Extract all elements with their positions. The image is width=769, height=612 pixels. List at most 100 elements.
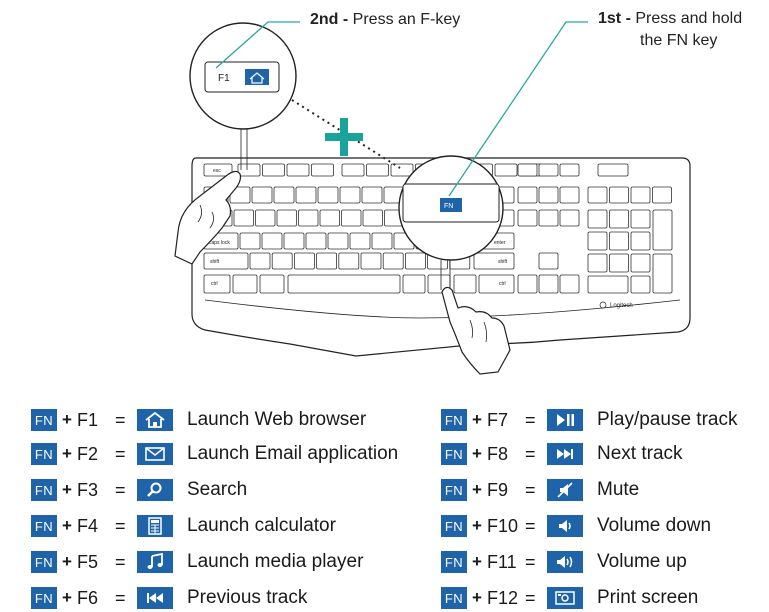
fn-key-badge: FN — [31, 409, 57, 431]
plus-symbol: + — [62, 410, 72, 429]
keyboard-key — [349, 232, 371, 250]
function-key-label: F1 — [77, 409, 99, 430]
plus-symbol: + — [472, 588, 482, 607]
arrow-up-key — [538, 252, 559, 270]
play-pause-icon — [547, 409, 583, 431]
music-note-icon — [137, 551, 173, 573]
fn-key-badge: FN — [441, 409, 467, 431]
equals-symbol: = — [115, 409, 126, 430]
plus-symbol: + — [472, 444, 482, 463]
keyboard-key — [251, 186, 273, 204]
ctrl-right-label: ctrl — [499, 281, 506, 287]
plus-symbol: + — [62, 516, 72, 535]
shortcut-row-f12: FN + F12 = Print screen — [441, 585, 698, 611]
function-key-label: F2 — [77, 443, 99, 464]
fn-key-badge: FN — [441, 515, 467, 537]
keyboard-key — [233, 209, 254, 227]
numpad-key — [587, 231, 608, 251]
shortcut-row-f10: FN + F10 = Volume down — [441, 513, 711, 539]
numpad-enter-key — [652, 253, 673, 294]
plus-symbol: + — [472, 480, 482, 499]
print-screen-icon — [547, 587, 583, 609]
shortcut-row-f2: FN + F2 = Launch Email application — [31, 441, 398, 467]
numpad-key — [587, 186, 608, 204]
keyboard-key — [298, 209, 319, 227]
shortcut-action-label: Play/pause track — [597, 409, 738, 430]
mute-icon — [547, 479, 583, 501]
shift-left-key — [203, 252, 249, 270]
nav-key — [559, 186, 580, 204]
space-bar — [287, 274, 401, 294]
keyboard-key — [338, 252, 360, 270]
numpad-key — [609, 253, 629, 273]
f-key — [262, 163, 285, 177]
equals-symbol: = — [115, 515, 126, 536]
shortcut-action-label: Volume up — [597, 551, 687, 572]
shift-right-label: shift — [498, 259, 508, 265]
function-key-label: F10 — [487, 515, 519, 536]
numpad-key — [630, 209, 651, 229]
keyboard-key — [362, 209, 383, 227]
callout-second-step-number: 2nd - — [310, 11, 349, 28]
nav-top-key — [538, 163, 559, 177]
shortcut-action-label: Previous track — [187, 587, 308, 608]
shortcut-row-f3: FN + F3 = Search — [31, 477, 247, 503]
shortcut-row-f8: FN + F8 = Next track — [441, 441, 683, 467]
fn-key-badge: FN — [31, 443, 57, 465]
function-key-label: F12 — [487, 587, 519, 608]
power-key — [597, 163, 629, 177]
envelope-icon — [137, 443, 173, 465]
shortcut-action-label: Print screen — [597, 587, 699, 608]
numpad-key — [609, 231, 629, 251]
fn-key-badge: FN — [31, 587, 57, 609]
numpad-key — [587, 253, 608, 273]
fn-key-badge: FN — [441, 443, 467, 465]
alt-gr-key — [402, 274, 426, 294]
fn-key-badge: FN — [441, 479, 467, 501]
callout-first-step-line1: Press and hold — [635, 10, 743, 27]
keyboard-key — [271, 252, 293, 270]
callout-first-step-line2: the FN key — [640, 32, 718, 49]
plus-symbol: + — [472, 552, 482, 571]
f-key — [237, 163, 261, 177]
shortcut-action-label: Launch Web browser — [187, 409, 367, 430]
numpad-key — [630, 253, 651, 273]
shortcut-row-f7: FN + F7 = Play/pause track — [441, 407, 737, 433]
f-key — [286, 163, 310, 177]
f-key — [366, 163, 389, 177]
nav-top-key — [559, 163, 580, 177]
keyboard-key — [360, 252, 382, 270]
shortcut-row-f9: FN + F9 = Mute — [441, 477, 639, 503]
f-key — [311, 163, 334, 177]
nav-top-key — [517, 163, 538, 177]
enter-key-label: enter — [494, 240, 506, 246]
equals-symbol: = — [115, 479, 126, 500]
numpad-key — [630, 186, 651, 204]
alt-key — [259, 274, 285, 294]
arrow-left-key — [517, 274, 538, 294]
function-key-label: F3 — [77, 479, 99, 500]
keyboard-key — [319, 209, 340, 227]
search-icon — [137, 479, 173, 501]
ctrl-left-key — [203, 274, 231, 294]
keyboard-key — [249, 252, 271, 270]
ctrl-left-label: ctrl — [211, 281, 218, 287]
plus-sign-icon — [325, 118, 363, 156]
caps-key-label: caps lock — [209, 240, 230, 246]
fn-key-badge: FN — [31, 551, 57, 573]
numpad-key — [630, 231, 651, 251]
keyboard-key — [382, 252, 404, 270]
shortcut-row-f1: FN + F1 = Launch Web browser — [31, 407, 366, 433]
zoom-fn-circle: FN — [398, 155, 504, 261]
next-track-icon — [547, 443, 583, 465]
function-key-label: F7 — [487, 409, 509, 430]
fn-key-badge: FN — [31, 479, 57, 501]
callout-second-step-text: Press an F-key — [352, 11, 461, 28]
callout-second-step: 2nd - Press an F-key — [310, 9, 460, 31]
equals-symbol: = — [525, 515, 536, 536]
function-key-label: F9 — [487, 479, 509, 500]
keyboard-key — [293, 252, 315, 270]
numpad-key — [609, 209, 629, 229]
volume-up-icon — [547, 551, 583, 573]
equals-symbol: = — [115, 551, 126, 572]
